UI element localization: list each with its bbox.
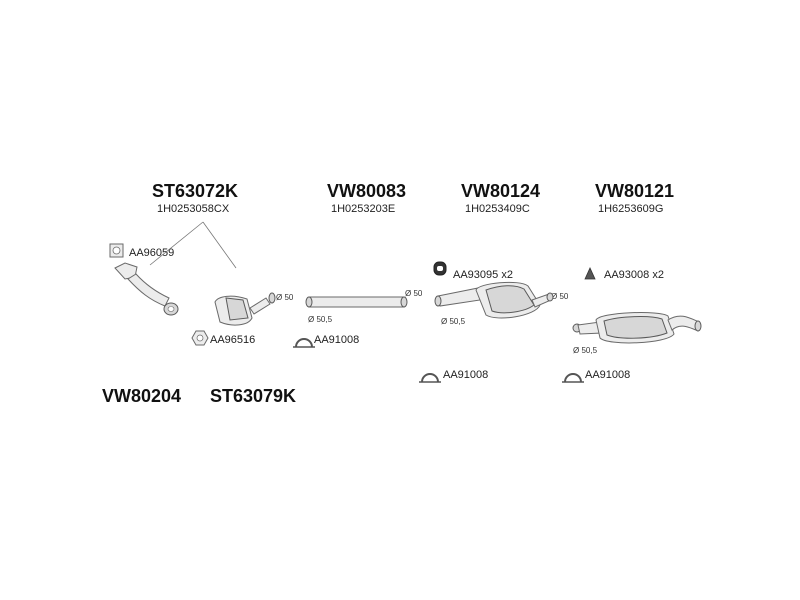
- rear-silencer-icon: [572, 312, 702, 344]
- oem-number-middle-pipe: 1H0253203E: [331, 203, 396, 215]
- oem-number-front: 1H0253058CX: [157, 203, 230, 215]
- group-code-front[interactable]: ST63072K: [152, 181, 239, 201]
- part-label-hanger-2[interactable]: AA93008 x2: [604, 269, 664, 281]
- dim-mid-pipe-out: Ø 50,5: [308, 315, 333, 324]
- part-label-hanger-1[interactable]: AA93095 x2: [453, 269, 513, 281]
- lead-line-left: [149, 221, 204, 266]
- catalytic-converter-icon: [214, 292, 276, 326]
- group-code-middle-pipe[interactable]: VW80083: [327, 181, 407, 201]
- dim-mid-pipe-in: Ø 50: [405, 289, 423, 298]
- part-label-clamp-3[interactable]: AA91008: [585, 369, 631, 381]
- part-label-ring-gasket[interactable]: AA96516: [210, 334, 256, 346]
- part-label-clamp-1[interactable]: AA91008: [314, 334, 360, 346]
- front-pipe-icon: [114, 262, 179, 316]
- oem-number-rear-silencer: 1H6253609G: [598, 203, 664, 215]
- bottom-code-2[interactable]: ST63079K: [210, 386, 297, 406]
- bottom-code-1[interactable]: VW80204: [102, 386, 182, 406]
- oem-number-middle-silencer: 1H0253409C: [465, 203, 530, 215]
- flange-gasket-icon: [109, 243, 124, 258]
- dim-rear-in: Ø 50,5: [573, 346, 598, 355]
- middle-silencer-icon: [434, 281, 554, 319]
- group-code-rear-silencer[interactable]: VW80121: [595, 181, 675, 201]
- hanger-bracket-icon: [584, 267, 596, 280]
- group-code-middle-silencer[interactable]: VW80124: [461, 181, 541, 201]
- part-label-clamp-2[interactable]: AA91008: [443, 369, 489, 381]
- middle-pipe-icon: [305, 296, 408, 308]
- dim-cat-outlet: Ø 50: [276, 293, 294, 302]
- part-label-gasket-top[interactable]: AA96059: [129, 247, 175, 259]
- ring-gasket-icon: [191, 330, 209, 346]
- dim-mid-box-out: Ø 50: [551, 292, 569, 301]
- lead-line-right: [202, 221, 237, 269]
- dim-mid-box-in: Ø 50,5: [441, 317, 466, 326]
- rubber-hanger-icon: [433, 261, 447, 276]
- clamp-icon-1: [293, 338, 315, 348]
- clamp-icon-2: [419, 373, 441, 383]
- clamp-icon-3: [562, 373, 584, 383]
